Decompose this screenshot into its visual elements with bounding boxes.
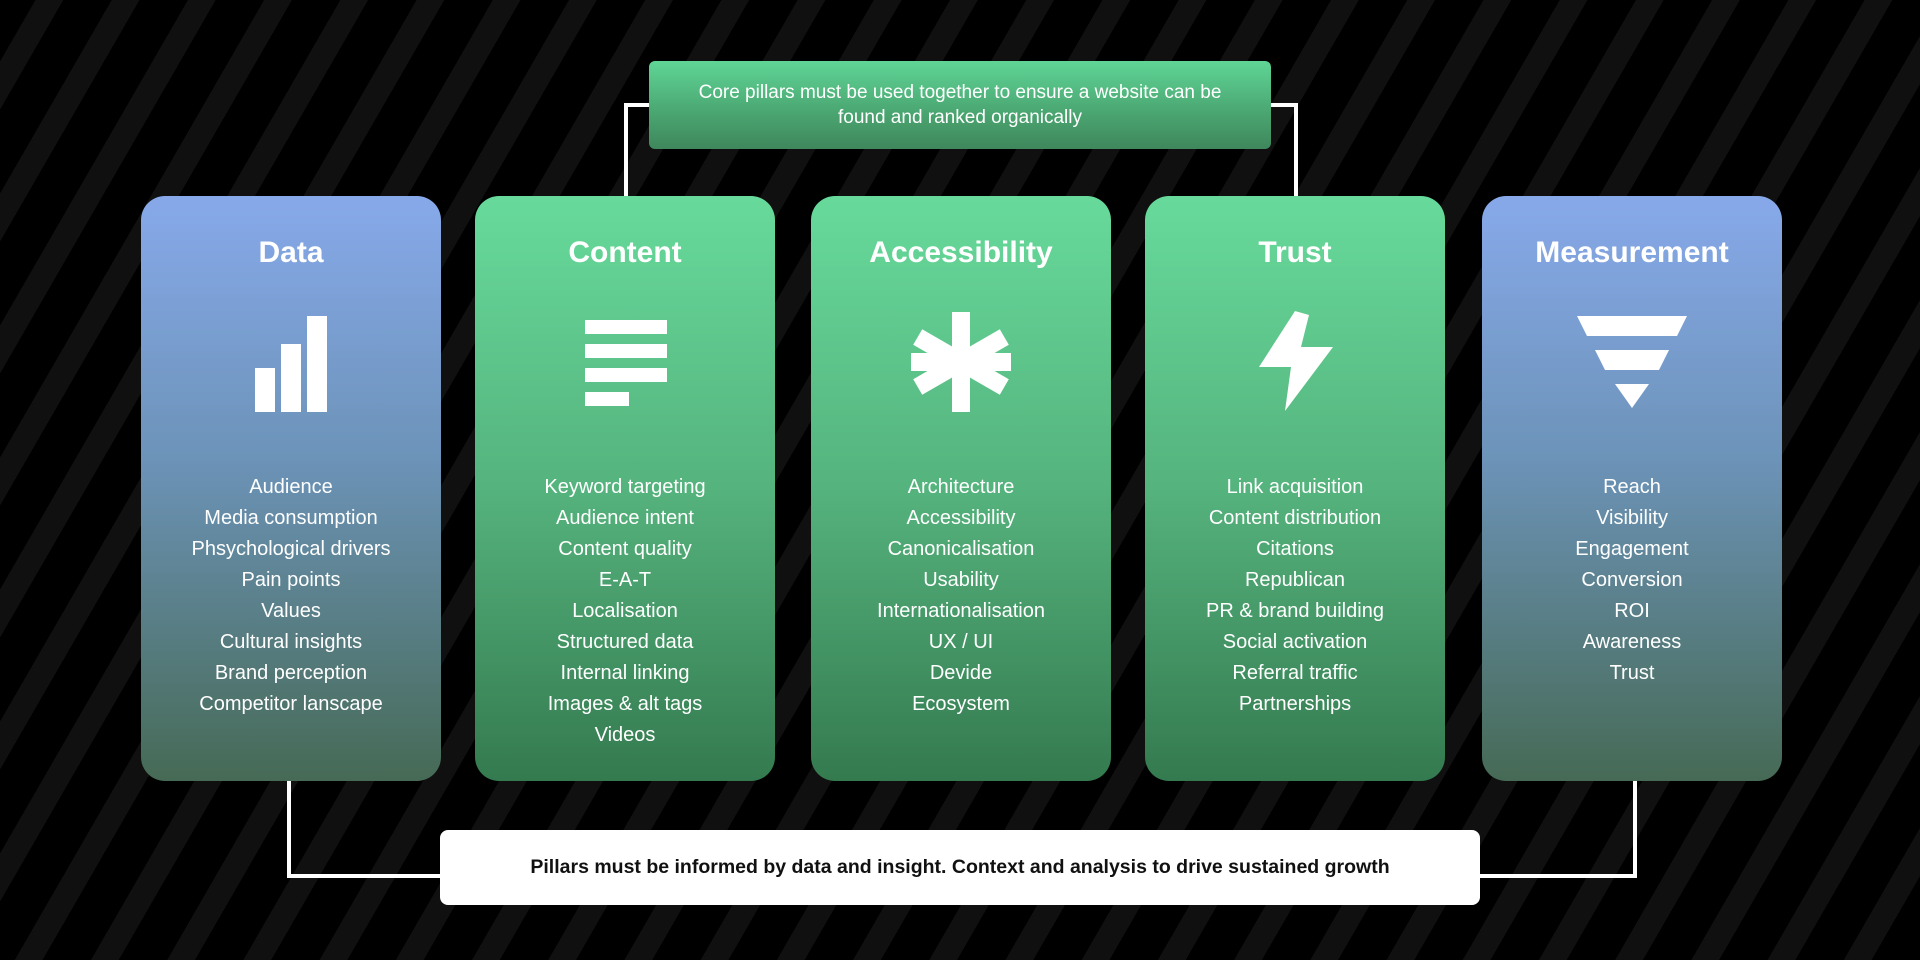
- pillar-card-measurement: Measurement Reach Visibility Engagement …: [1482, 196, 1782, 781]
- list-item: Reach: [1603, 476, 1661, 498]
- pillar-title: Data: [258, 236, 324, 269]
- list-item: Link acquisition: [1226, 476, 1364, 498]
- top-note-text: Core pillars must be used together to en…: [698, 82, 1222, 128]
- list-item: Ecosystem: [912, 693, 1010, 715]
- list-item: Phsychological drivers: [191, 538, 391, 560]
- list-item: Devide: [929, 662, 993, 684]
- list-item: Republican: [1244, 569, 1346, 591]
- list-item: Structured data: [556, 631, 694, 653]
- pillar-title: Trust: [1258, 236, 1332, 269]
- list-item: ROI: [1614, 600, 1650, 622]
- list-item: Keyword targeting: [544, 476, 706, 498]
- list-item: Trust: [1609, 662, 1655, 684]
- pillar-card-data: Data Audience Media consumption Phsychol…: [141, 196, 441, 781]
- connector-top-right: [1294, 103, 1298, 196]
- list-item: Architecture: [907, 476, 1015, 498]
- list-item: UX / UI: [928, 631, 994, 653]
- list-item: Pain points: [241, 569, 341, 591]
- connector-bottom-right: [1480, 874, 1637, 878]
- list-item: Cultural insights: [219, 631, 363, 653]
- list-item: Localisation: [572, 600, 678, 622]
- list-item: Social activation: [1222, 631, 1368, 653]
- list-item: Audience: [249, 476, 333, 498]
- connector-bottom-left: [287, 874, 440, 878]
- asterisk-icon: [911, 312, 1011, 412]
- list-item: Competitor lanscape: [199, 693, 383, 715]
- list-item: E-A-T: [598, 569, 652, 591]
- funnel-icon: [1577, 316, 1687, 408]
- connector-top-left: [624, 103, 649, 107]
- list-item: Videos: [594, 724, 656, 746]
- pillar-card-content: Content Keyword targeting Audience inten…: [475, 196, 775, 781]
- pillar-title: Content: [568, 236, 682, 269]
- pillar-items: Architecture Accessibility Canonicalisat…: [811, 472, 1111, 720]
- bar-chart-icon: [255, 316, 327, 412]
- list-item: Content distribution: [1208, 507, 1382, 529]
- list-item: Internationalisation: [877, 600, 1045, 622]
- bottom-note-text: Pillars must be informed by data and ins…: [530, 856, 1390, 878]
- list-item: Awareness: [1582, 631, 1682, 653]
- pillar-title: Accessibility: [869, 236, 1053, 269]
- pillar-items: Keyword targeting Audience intent Conten…: [475, 472, 775, 751]
- connector-bottom-right: [1633, 781, 1637, 878]
- pillar-card-accessibility: Accessibility Architecture Accessibility…: [811, 196, 1111, 781]
- list-item: Brand perception: [214, 662, 368, 684]
- list-item: Canonicalisation: [887, 538, 1035, 560]
- connector-top-right: [1271, 103, 1298, 107]
- list-item: Values: [261, 600, 321, 622]
- list-item: Referral traffic: [1232, 662, 1358, 684]
- pillar-items: Audience Media consumption Phsychologica…: [141, 472, 441, 720]
- bottom-note-box: Pillars must be informed by data and ins…: [440, 830, 1480, 905]
- pillar-items: Link acquisition Content distribution Ci…: [1145, 472, 1445, 720]
- list-item: Citations: [1256, 538, 1334, 560]
- pillar-title: Measurement: [1535, 236, 1729, 269]
- text-lines-icon: [585, 320, 667, 406]
- connector-bottom-left: [287, 781, 291, 878]
- list-item: Internal linking: [560, 662, 690, 684]
- pillar-card-trust: Trust Link acquisition Content distribut…: [1145, 196, 1445, 781]
- list-item: PR & brand building: [1206, 600, 1384, 622]
- top-note-box: Core pillars must be used together to en…: [649, 61, 1271, 149]
- list-item: Conversion: [1581, 569, 1683, 591]
- list-item: Images & alt tags: [547, 693, 703, 715]
- lightning-icon: [1259, 311, 1333, 411]
- list-item: Accessibility: [906, 507, 1016, 529]
- pillar-items: Reach Visibility Engagement Conversion R…: [1482, 472, 1782, 689]
- list-item: Audience intent: [556, 507, 694, 529]
- list-item: Engagement: [1575, 538, 1689, 560]
- list-item: Partnerships: [1238, 693, 1352, 715]
- list-item: Media consumption: [204, 507, 378, 529]
- connector-top-left: [624, 103, 628, 196]
- list-item: Usability: [923, 569, 999, 591]
- list-item: Content quality: [558, 538, 692, 560]
- list-item: Visibility: [1596, 507, 1668, 529]
